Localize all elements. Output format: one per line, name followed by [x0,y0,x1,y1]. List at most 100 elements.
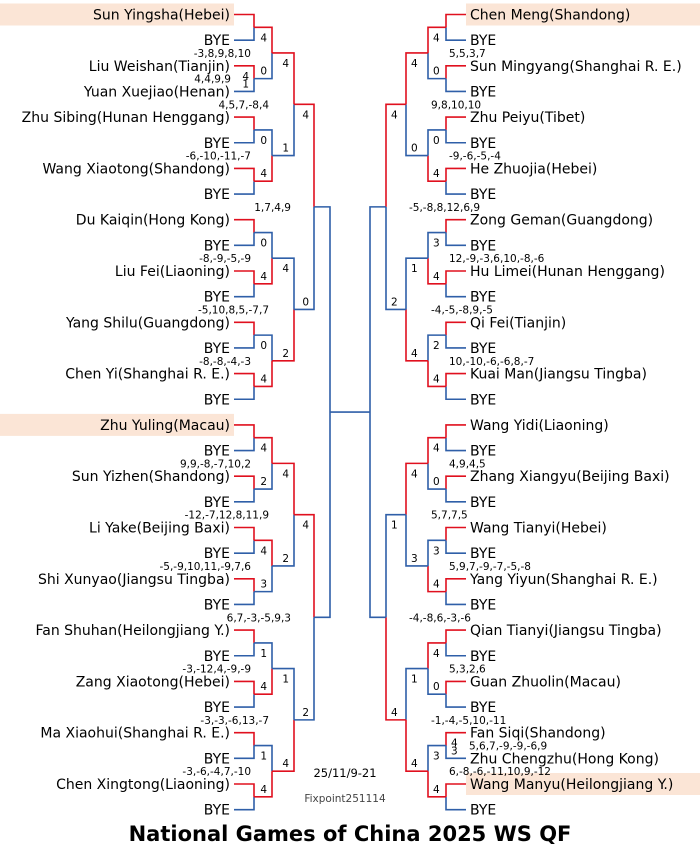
set-score: 1 [242,78,249,90]
bracket-line [254,463,273,490]
bracket-line [254,744,273,772]
bracket-line-winner [427,436,446,464]
set-score: 0 [302,296,309,308]
game-scores: -8,-9,-5,-9 [199,253,251,265]
game-scores: -5,-9,10,11,-9,7,6 [159,561,251,573]
bracket-line-winner [234,783,255,797]
set-score: 0 [433,135,440,147]
bracket-line-winner [445,372,466,387]
player-name: Hu Limei(Hunan Henggang) [470,264,665,280]
bracket-line-winner [234,680,255,695]
bracket-line-winner [294,103,315,207]
set-score: 1 [411,674,418,686]
bye-label: BYE [470,290,496,306]
bye-label: BYE [204,495,230,511]
set-score: 4 [302,109,309,121]
set-score: 0 [433,681,440,693]
bracket-line-winner [272,52,295,105]
set-score: 4 [433,373,440,385]
set-score: 2 [282,553,289,565]
bye-label: BYE [204,290,230,306]
set-score: 4 [260,681,267,693]
set-score: 4 [433,443,440,455]
bye-label: BYE [204,649,230,665]
bracket-line [445,796,466,811]
bracket-line [385,513,406,618]
bye-label: BYE [470,649,496,665]
set-score: 0 [260,66,267,78]
set-score: 0 [411,143,418,155]
set-score: 3 [433,751,440,763]
set-score: 4 [282,58,289,70]
player-name: Chen Meng(Shandong) [470,8,630,24]
bracket-line [234,386,255,401]
player-name: Fan Siqi(Shandong) [470,726,606,742]
player-name: Yang Yiyun(Shanghai R. E.) [469,572,658,588]
set-score: 4 [433,32,440,44]
bye-label: BYE [204,751,230,767]
bye-label: BYE [470,341,496,357]
bracket-line-winner [427,26,446,53]
bracket-line-winner [445,321,466,336]
set-score: 4 [411,348,418,360]
bye-label: BYE [470,444,496,460]
bye-label: BYE [470,84,496,100]
set-score: 4 [433,271,440,283]
bye-label: BYE [470,495,496,511]
bracket-line [272,104,295,157]
bracket-line [234,591,255,606]
bye-label: BYE [470,136,496,152]
bracket-line-winner [445,578,466,592]
date-label: 25/11/9-21 [313,766,376,780]
bracket-line-winner [445,731,466,746]
set-score: 4 [260,443,267,455]
bracket-line [427,129,446,156]
bracket-line [405,667,428,720]
player-name: Yuan Xuejiao(Henan) [83,84,230,100]
bracket-line-winner [234,424,255,438]
game-scores: 5,6,7,-9,-9,-6,9 [469,741,547,753]
bracket-line-winner [234,731,255,746]
bye-label: BYE [204,341,230,357]
bye-label: BYE [204,136,230,152]
set-score: 2 [302,707,309,719]
game-scores: 6,7,-3,-5,9,3 [227,612,291,624]
credit-label: Fixpoint251114 [304,793,386,805]
bye-label: BYE [204,444,230,460]
set-score: 4 [242,71,249,83]
bracket-line [445,27,466,41]
bye-label: BYE [470,187,496,203]
bye-label: BYE [204,392,230,408]
player-name: Li Yake(Beijing Baxi) [89,521,230,537]
bracket-line [234,437,255,452]
player-name: Sun Mingyang(Shanghai R. E.) [470,59,682,75]
set-score: 0 [433,66,440,78]
bracket-line [234,78,255,93]
bracket-line-winner [272,309,295,362]
game-scores: -5,10,8,5,-7,7 [198,304,269,316]
bracket-line [445,437,466,452]
bracket-line [405,257,428,310]
bracket-line [234,489,255,503]
bracket-line [427,744,446,772]
player-name: Wang Tianyi(Hebei) [470,521,607,537]
bracket-line [234,796,255,811]
bracket-line [427,463,446,490]
bracket-line [234,642,255,657]
bracket-line-winner [254,668,273,696]
bracket-line [445,591,466,606]
set-score: 4 [282,468,289,480]
bracket-line-winner [272,719,295,772]
player-name: Zhu Sibing(Hunan Henggang) [22,110,230,126]
player-name: Wang Yidi(Liaoning) [470,418,609,434]
set-score: 2 [391,296,398,308]
set-score: 3 [433,238,440,250]
bracket-line [445,78,466,93]
bye-label: BYE [204,700,230,716]
bracket-line-winner [234,372,255,387]
bracket-line [445,694,466,708]
game-scores: -3,-12,4,-9,-9 [182,664,251,676]
game-scores: -1,-4,-5,10,-11 [431,715,506,727]
bracket-line [445,232,466,247]
